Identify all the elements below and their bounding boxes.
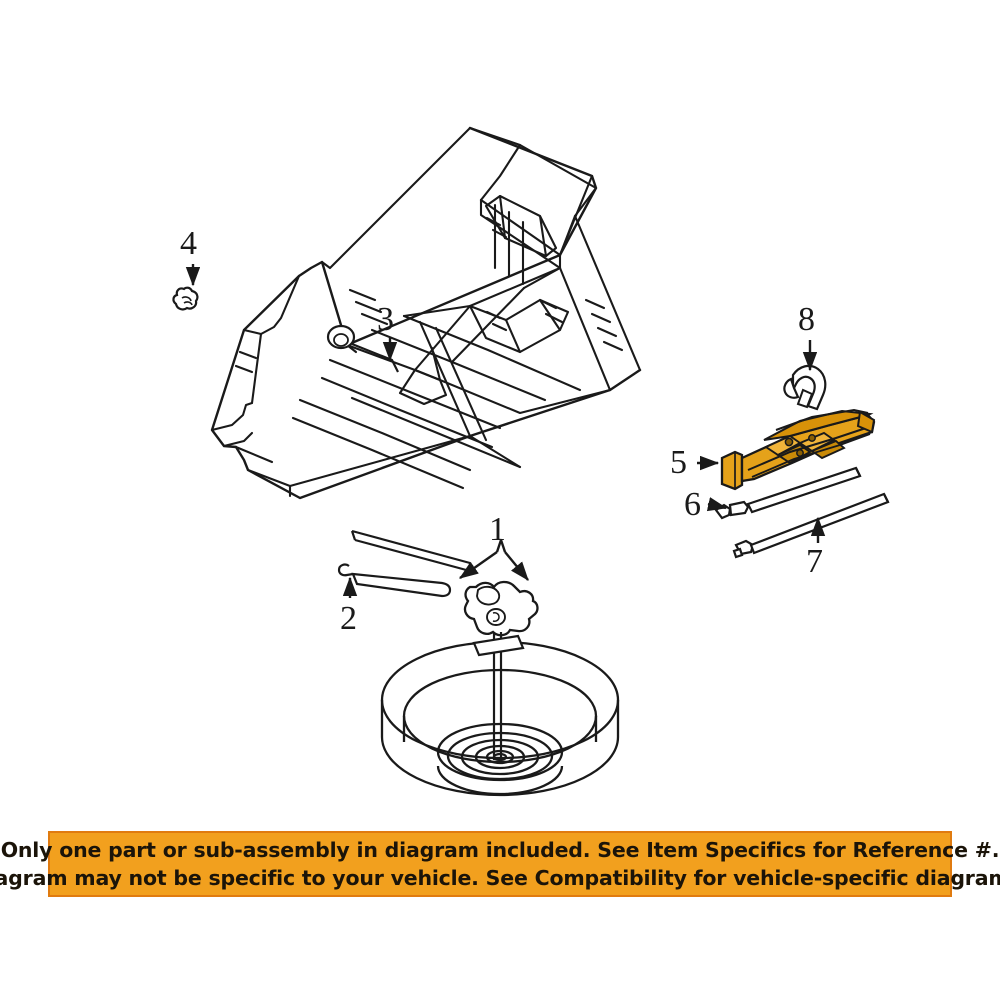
callout-number-5[interactable]: 5 bbox=[670, 444, 687, 481]
tool-rod-upper bbox=[350, 529, 472, 573]
callout-number-6[interactable]: 6 bbox=[684, 486, 701, 523]
callout-number-3[interactable]: 3 bbox=[377, 301, 394, 338]
spare-tire bbox=[380, 640, 620, 797]
callout-1-bracket bbox=[495, 539, 507, 553]
part-2-hook-rod bbox=[337, 563, 452, 598]
callout-number-8[interactable]: 8 bbox=[798, 301, 815, 338]
callout-number-4[interactable]: 4 bbox=[180, 225, 197, 262]
leader-6 bbox=[706, 497, 728, 512]
part-4-retainer bbox=[172, 286, 199, 311]
callout-leader-lines bbox=[185, 264, 826, 598]
disclaimer-banner: Only one part or sub-assembly in diagram… bbox=[0, 831, 1000, 897]
wheel-retainer-plate bbox=[472, 634, 525, 657]
part-5-scissor-jack-highlighted bbox=[720, 408, 876, 491]
cargo-floor-structure bbox=[210, 126, 642, 500]
callout-number-1[interactable]: 1 bbox=[489, 511, 506, 548]
disclaimer-line-2: Diagram may not be specific to your vehi… bbox=[0, 866, 1000, 890]
part-8-jack-hook bbox=[783, 364, 827, 411]
disclaimer-line-1: Only one part or sub-assembly in diagram… bbox=[0, 837, 1000, 862]
leader-1a bbox=[459, 551, 498, 579]
callout-number-7[interactable]: 7 bbox=[806, 543, 823, 580]
leader-1b bbox=[504, 551, 529, 581]
callout-number-2[interactable]: 2 bbox=[340, 600, 357, 637]
